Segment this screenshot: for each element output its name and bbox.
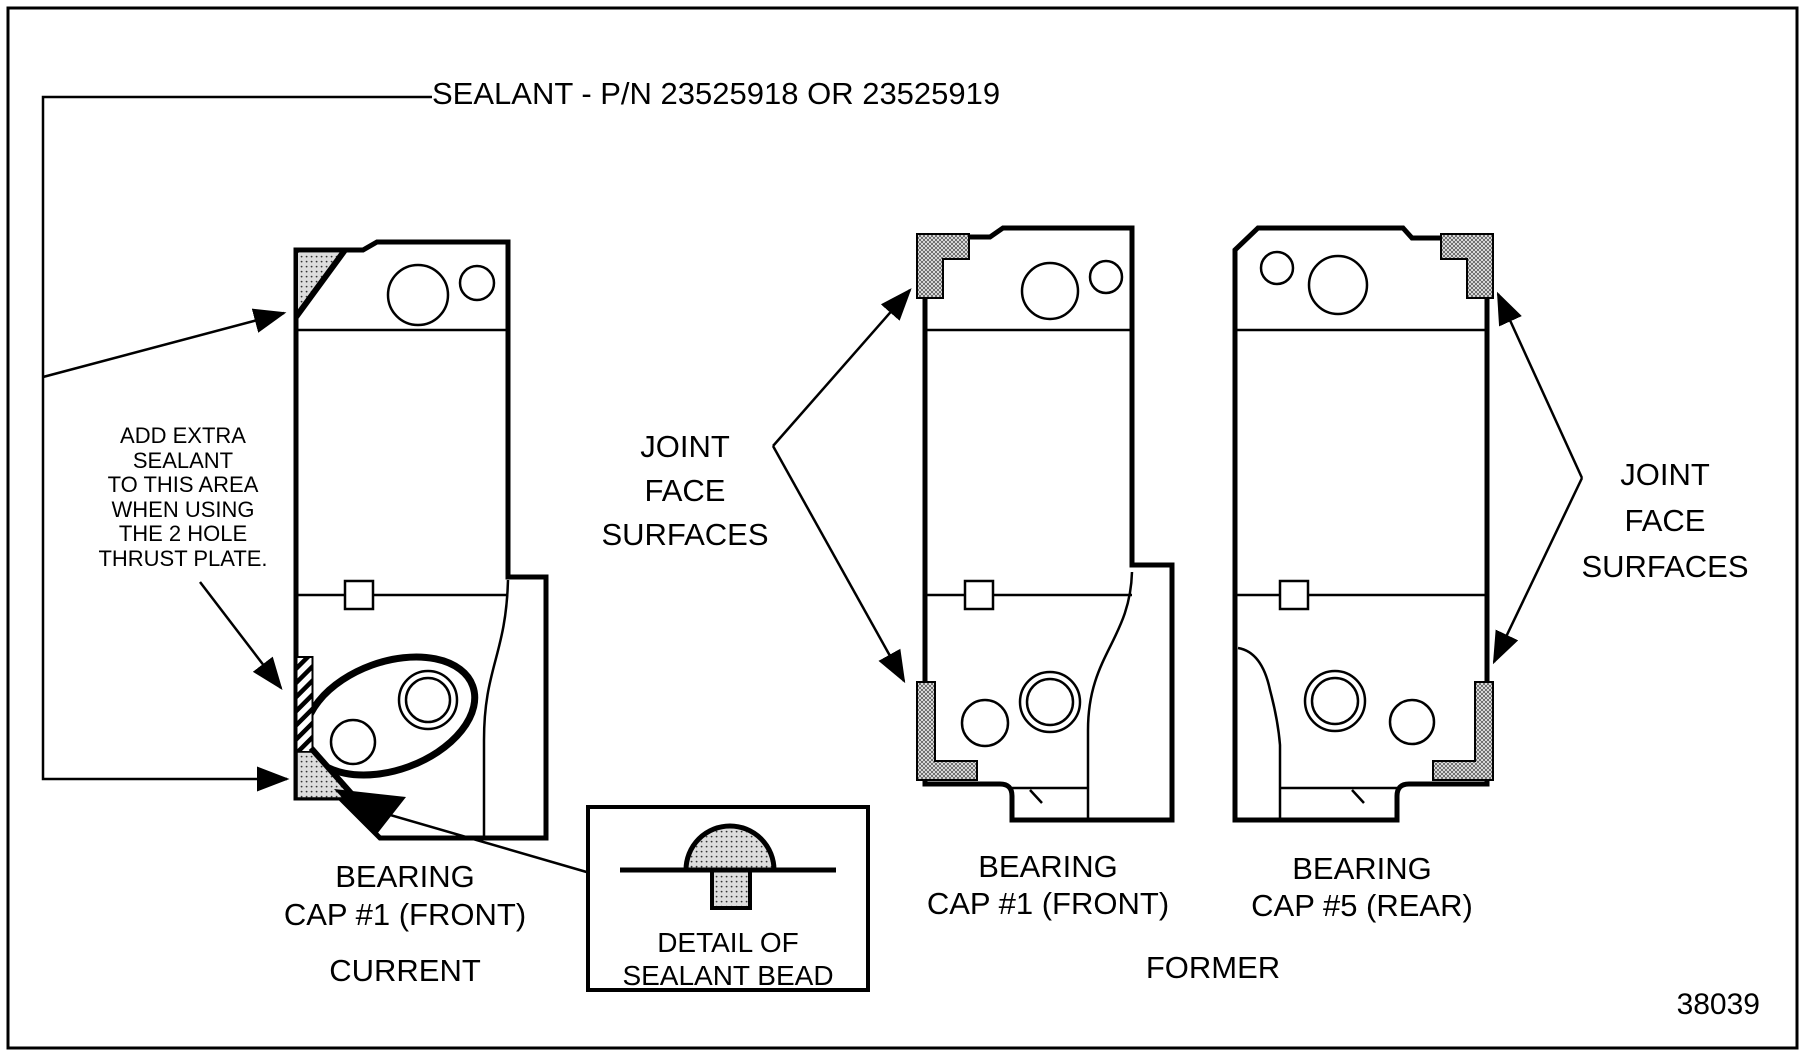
add-extra-sealant-arrow bbox=[199, 581, 283, 690]
bearing-cap-former-rear-label: BEARING CAP #5 (REAR) bbox=[1212, 850, 1512, 924]
joint-face-patch-bottom-right bbox=[1432, 681, 1494, 781]
note-line: THRUST PLATE. bbox=[98, 545, 268, 571]
bearing-cap-former-front-drawing bbox=[916, 225, 1175, 823]
detail-leader-arrow bbox=[334, 789, 591, 875]
label-line: BEARING bbox=[1292, 851, 1432, 886]
joint-face-right-arrows bbox=[1492, 291, 1584, 665]
add-extra-sealant-note: ADD EXTRA SEALANT TO THIS AREA WHEN USIN… bbox=[58, 423, 308, 571]
sealant-part-number-label: SEALANT - P/N 23525918 OR 23525919 bbox=[432, 76, 1001, 111]
bearing-cap-former-rear-drawing bbox=[1232, 225, 1494, 823]
bearing-cap-current-label: BEARING CAP #1 (FRONT) bbox=[255, 858, 555, 934]
label-line: SURFACES bbox=[601, 517, 769, 552]
joint-face-surfaces-label-left: JOINT FACE SURFACES bbox=[560, 425, 810, 557]
label-line: SURFACES bbox=[1581, 549, 1749, 584]
figure-number: 38039 bbox=[1676, 988, 1760, 1021]
sealant-bead-profile bbox=[620, 823, 836, 910]
sealant-bead-detail-label: DETAIL OF SEALANT BEAD bbox=[598, 926, 858, 992]
label-line: BEARING bbox=[335, 859, 475, 894]
sealant-bead-detail-box bbox=[586, 805, 870, 992]
sealant-bead-strip bbox=[295, 656, 314, 753]
joint-face-patch-top-right bbox=[1440, 233, 1494, 299]
label-line: FACE bbox=[1624, 503, 1706, 538]
label-line: DETAIL OF bbox=[657, 927, 799, 958]
label-line: JOINT bbox=[1620, 457, 1710, 492]
joint-face-surfaces-label-right: JOINT FACE SURFACES bbox=[1540, 452, 1790, 590]
bearing-cap-current-drawing bbox=[293, 239, 549, 841]
note-line: SEALANT bbox=[132, 447, 234, 473]
label-line: CAP #1 (FRONT) bbox=[283, 897, 527, 932]
note-line: TO THIS AREA bbox=[107, 472, 259, 497]
note-line: THE 2 HOLE bbox=[118, 521, 248, 546]
note-line: ADD EXTRA bbox=[120, 423, 246, 448]
label-line: JOINT bbox=[640, 429, 730, 464]
joint-face-patch-top-left bbox=[916, 233, 970, 299]
label-line: FACE bbox=[644, 473, 726, 508]
page-border bbox=[6, 6, 1799, 1050]
bearing-cap-former-front-label: BEARING CAP #1 (FRONT) bbox=[898, 848, 1198, 922]
note-line: WHEN USING bbox=[111, 496, 255, 522]
label-line: CAP #5 (REAR) bbox=[1251, 888, 1473, 923]
joint-face-left-arrows bbox=[771, 288, 912, 684]
former-group-label: FORMER bbox=[1145, 950, 1281, 985]
label-line: CAP #1 (FRONT) bbox=[926, 886, 1170, 921]
label-line: BEARING bbox=[978, 849, 1118, 884]
current-group-label: CURRENT bbox=[329, 953, 481, 988]
sealant-leader-arrows bbox=[41, 95, 432, 792]
label-line: SEALANT BEAD bbox=[622, 960, 834, 991]
joint-face-patch-bottom-left bbox=[916, 681, 978, 781]
